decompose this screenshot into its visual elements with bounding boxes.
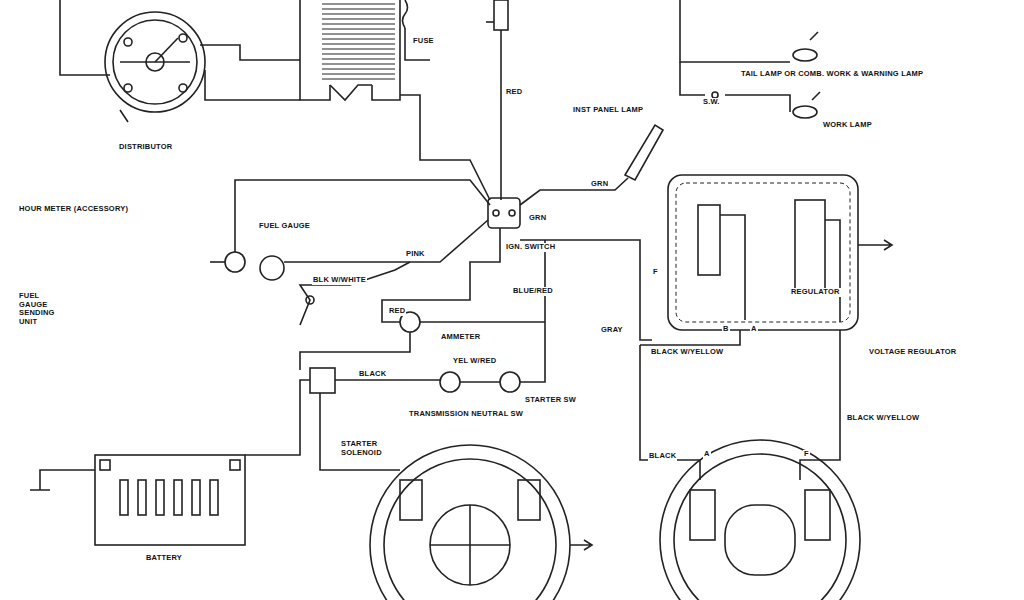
ignition-switch-symbol — [488, 198, 520, 228]
part-label: BLACK — [648, 452, 677, 461]
part-label: STARTER SW — [524, 396, 577, 405]
battery-symbol — [95, 455, 245, 545]
part-label: REGULATOR — [790, 288, 841, 297]
wire — [460, 381, 500, 383]
part-label: GRAY — [600, 326, 624, 335]
part-label: S.W. — [702, 98, 721, 107]
distributor-symbol — [105, 12, 205, 122]
starter-motor-symbol — [370, 445, 592, 600]
wire — [205, 70, 300, 100]
part-label: BLACK W/YELLOW — [650, 348, 724, 357]
part-label: INST PANEL LAMP — [572, 106, 644, 115]
starter-switch-symbol — [500, 372, 520, 392]
wire — [520, 240, 545, 382]
ignition-coil — [300, 0, 400, 100]
part-label: FUSE — [412, 37, 435, 46]
voltage-regulator-symbol — [668, 175, 892, 330]
part-label: STARTER SOLENOID — [340, 440, 387, 457]
part-label: AMMETER — [440, 333, 481, 342]
panel-lamp-symbol — [625, 125, 663, 180]
part-label: PINK — [405, 250, 426, 259]
part-label: BLACK — [358, 370, 387, 379]
part-label: WORK LAMP — [822, 121, 873, 130]
part-label: YEL W/RED — [452, 357, 497, 366]
part-label: A — [703, 450, 711, 459]
ground-symbol — [30, 470, 95, 490]
part-label: DISTRIBUTOR — [118, 143, 173, 152]
starter-solenoid-symbol — [310, 368, 335, 393]
wire — [800, 330, 840, 480]
neutral-switch-symbol — [440, 372, 460, 392]
part-label: TRANSMISSION NEUTRAL SW — [408, 410, 524, 419]
wire — [400, 95, 490, 200]
wire — [420, 321, 545, 323]
part-label: BLK W/WHITE — [312, 276, 367, 285]
part-label: RED — [388, 307, 406, 316]
wire — [300, 262, 410, 325]
part-label: HOUR METER (ACCESSORY) — [18, 205, 129, 214]
fuse-symbol — [403, 0, 408, 28]
part-label: GRN — [590, 180, 609, 189]
wire — [60, 0, 110, 75]
part-label: BLACK W/YELLOW — [846, 414, 920, 423]
sending-unit-symbol — [306, 296, 314, 304]
part-label: BLUE/RED — [512, 287, 554, 296]
part-label: TAIL LAMP OR COMB. WORK & WARNING LAMP — [740, 70, 924, 79]
wire — [200, 45, 300, 60]
wire — [520, 178, 628, 205]
fuel-gauge-symbol — [260, 256, 284, 280]
part-label: BATTERY — [145, 554, 183, 563]
wire — [500, 30, 502, 200]
wire — [245, 380, 310, 455]
wire — [640, 345, 700, 480]
part-label: VOLTAGE REGULATOR — [868, 348, 957, 357]
part-label: FUEL GAUGE SENDING UNIT — [18, 292, 70, 327]
part-label: GRN — [528, 214, 547, 223]
wire — [210, 261, 225, 263]
part-label: B — [722, 325, 730, 334]
wire — [335, 379, 440, 381]
part-label: F — [803, 450, 810, 459]
wire — [486, 21, 494, 23]
wire — [320, 393, 400, 470]
part-label: A — [750, 325, 758, 334]
part-label: FUEL GAUGE — [258, 222, 311, 231]
wire — [680, 0, 790, 62]
part-label: F — [652, 268, 659, 277]
part-label: IGN. SWITCH — [505, 243, 556, 252]
wire — [382, 228, 500, 322]
hour-meter-symbol — [225, 252, 245, 272]
part-label: RED — [505, 88, 523, 97]
wire — [300, 332, 410, 370]
wire — [284, 220, 488, 262]
wire — [235, 180, 490, 252]
generator-symbol — [660, 440, 860, 600]
plug-symbol — [494, 0, 508, 30]
